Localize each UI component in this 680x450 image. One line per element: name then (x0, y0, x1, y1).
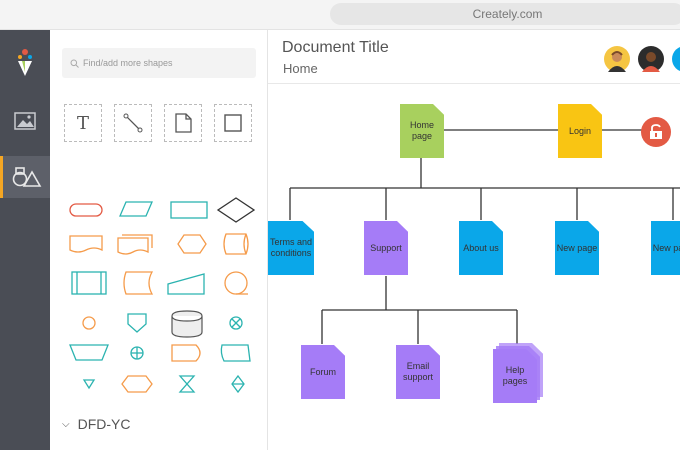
creately-logo[interactable] (0, 42, 50, 84)
node-support[interactable]: Support (364, 221, 408, 275)
document-header: Document Title Home (268, 30, 680, 84)
lock-icon[interactable] (641, 117, 671, 147)
terminator-shape (69, 203, 103, 217)
data-shape (119, 201, 153, 217)
connector-tool[interactable] (114, 104, 152, 142)
display-shape (220, 344, 251, 362)
text-tool[interactable]: T (64, 104, 102, 142)
document-shape (69, 235, 103, 253)
node-new-page-2[interactable]: New page (651, 221, 680, 275)
node-email-support[interactable]: Email support (396, 345, 440, 399)
merge-shape (82, 379, 96, 390)
database-shape (171, 310, 203, 338)
avatar[interactable] (604, 46, 630, 72)
multi-document-shape (117, 234, 153, 255)
image-icon (14, 112, 36, 130)
predefined-process-shape (71, 271, 107, 295)
connector-shape (82, 316, 96, 330)
browser-topbar: Creately.com (0, 0, 680, 30)
collate-shape (178, 375, 196, 393)
sequential-data-shape (224, 271, 248, 295)
hexagon-shape (121, 375, 153, 393)
text-tool-label: T (76, 112, 89, 134)
node-new-page[interactable]: New page (555, 221, 599, 275)
connector-lines (289, 129, 680, 344)
avatar[interactable] (672, 46, 680, 72)
section-label: DFD-YC (77, 416, 131, 432)
node-about-us[interactable]: About us (459, 221, 503, 275)
off-page-shape (127, 313, 147, 333)
rail-item-images[interactable] (0, 100, 50, 142)
connector-icon (123, 113, 143, 133)
node-help-pages-stack[interactable]: Help pages (493, 343, 543, 405)
direct-data-shape (223, 233, 249, 255)
manual-input-shape (167, 273, 205, 295)
shape-search-input[interactable]: Find/add more shapes (62, 48, 256, 78)
manual-operation-shape (69, 344, 109, 361)
address-bar[interactable]: Creately.com (330, 3, 680, 25)
shape-library[interactable] (50, 190, 268, 400)
node-login[interactable]: Login (558, 104, 602, 158)
process-shape (170, 201, 208, 219)
logo-icon (18, 49, 32, 76)
delay-shape (171, 344, 201, 362)
left-rail (0, 30, 50, 450)
sort-shape (231, 374, 245, 394)
rectangle-icon (224, 114, 242, 132)
decision-shape (216, 197, 256, 223)
shapes-panel: Find/add more shapes T (50, 30, 268, 450)
node-home-page[interactable]: Home page (400, 104, 444, 158)
page-icon (175, 113, 192, 133)
node-forum[interactable]: Forum (301, 345, 345, 399)
page-tool[interactable] (164, 104, 202, 142)
document-title[interactable]: Document Title (282, 39, 389, 56)
rail-item-shapes[interactable] (0, 156, 50, 198)
avatar[interactable] (638, 46, 664, 72)
diagram-canvas[interactable]: Document Title Home Home page L (268, 30, 680, 450)
search-placeholder: Find/add more shapes (83, 58, 173, 68)
summing-junction-shape (229, 316, 243, 330)
section-dfd-yc[interactable]: ⌵ DFD-YC (62, 416, 130, 432)
search-icon (70, 59, 79, 68)
chevron-down-icon: ⌵ (62, 418, 70, 430)
node-terms[interactable]: Terms and conditions (268, 221, 314, 275)
preparation-shape (177, 234, 207, 254)
breadcrumb[interactable]: Home (283, 61, 318, 76)
stored-data-shape (123, 271, 154, 295)
rectangle-tool[interactable] (214, 104, 252, 142)
node-help-pages[interactable]: Help pages (493, 349, 537, 403)
shapes-icon (12, 167, 41, 187)
